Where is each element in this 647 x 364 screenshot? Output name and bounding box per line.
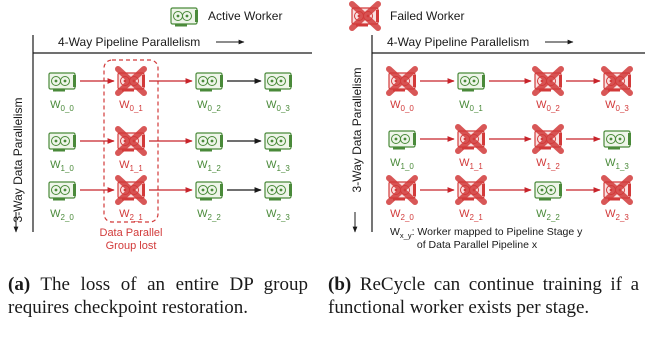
worker-label: W2_2 (197, 208, 221, 222)
gpu-card-failed-icon (532, 66, 564, 96)
worker-label: W1_3 (266, 159, 290, 173)
worker-label: W1_1 (119, 159, 143, 173)
caption-b-label: (b) (328, 274, 352, 295)
worker-label: W1_2 (197, 159, 221, 173)
worker-label: W2_3 (605, 208, 629, 222)
gpu-card-icon (264, 181, 292, 201)
gpu-card-failed-icon (455, 175, 487, 205)
worker-label: W0_1 (119, 99, 143, 113)
worker-label: W2_0 (50, 208, 74, 222)
gpu-card-failed-icon (115, 66, 147, 96)
worker-label: W0_2 (536, 99, 560, 113)
gpu-card-icon (534, 181, 562, 201)
worker-label: W2_2 (536, 208, 560, 222)
worker-label: W2_1 (459, 208, 483, 222)
gpu-card-icon (195, 181, 223, 201)
gpu-card-icon (195, 72, 223, 92)
panel-b-dp-label: 3-Way Data Parallelism (350, 68, 364, 193)
worker-label: W0_2 (197, 99, 221, 113)
gpu-card-icon (48, 181, 76, 201)
panel-a: 4-Way Pipeline Parallelism 3-Way Data Pa… (11, 35, 312, 252)
gpu-card-icon (48, 132, 76, 152)
panel-a-dp-label: 3-Way Data Parallelism (11, 98, 25, 223)
caption-b: (b) ReCycle can continue training if a f… (328, 273, 639, 319)
caption-a-label: (a) (8, 274, 31, 295)
caption-a-text: The loss of an entire DP group requires … (8, 274, 308, 318)
worker-label: W2_0 (390, 208, 414, 222)
legend-failed-label: Failed Worker (390, 9, 464, 23)
lost-group-label-line2: Group lost (106, 240, 157, 252)
gpu-card-failed-icon (349, 1, 381, 31)
panel-b-note-line2: of Data Parallel Pipeline x (417, 239, 538, 251)
panel-b-pp-label: 4-Way Pipeline Parallelism (387, 35, 529, 49)
gpu-card-icon (170, 7, 198, 27)
gpu-card-failed-icon (532, 124, 564, 154)
worker-label: W1_3 (605, 157, 629, 171)
gpu-card-failed-icon (386, 175, 418, 205)
note-subscript: x_y (400, 231, 412, 240)
panel-a-worker-grid: W0_0 W0_1 W0_2 W0_3W1_0 W1_1 W1_2 W1_3W2_0 W2_1… (48, 66, 292, 222)
worker-label: W0_0 (390, 99, 414, 113)
worker-label: W1_1 (459, 157, 483, 171)
panel-b: 4-Way Pipeline Parallelism 3-Way Data Pa… (350, 35, 645, 251)
gpu-card-failed-icon (349, 1, 381, 31)
gpu-card-icon (48, 72, 76, 92)
worker-label: W2_3 (266, 208, 290, 222)
gpu-card-icon (603, 130, 631, 150)
panel-b-note-line1: Wx_y: Worker mapped to Pipeline Stage y (390, 226, 583, 240)
gpu-card-failed-icon (455, 124, 487, 154)
panel-b-worker-grid: W0_0 W0_1 W0_2 W0_3W1_0 W1_1 W1_2 W1_3W2_0 W2_1… (386, 66, 633, 222)
worker-label: W0_3 (605, 99, 629, 113)
gpu-card-icon (264, 72, 292, 92)
worker-label: W0_0 (50, 99, 74, 113)
gpu-card-icon (170, 7, 198, 27)
gpu-card-icon (388, 130, 416, 150)
gpu-card-icon (195, 132, 223, 152)
worker-label: W1_2 (536, 157, 560, 171)
worker-label: W1_0 (390, 157, 414, 171)
legend: Active Worker Failed Worker (170, 1, 464, 31)
legend-active-label: Active Worker (208, 9, 282, 23)
gpu-card-failed-icon (601, 66, 633, 96)
gpu-card-icon (457, 72, 485, 92)
gpu-card-failed-icon (115, 175, 147, 205)
worker-label: W1_0 (50, 159, 74, 173)
gpu-card-failed-icon (115, 126, 147, 156)
gpu-card-icon (264, 132, 292, 152)
worker-label: W2_1 (119, 208, 143, 222)
panel-a-pp-label: 4-Way Pipeline Parallelism (58, 35, 200, 49)
worker-label: W0_3 (266, 99, 290, 113)
gpu-card-failed-icon (601, 175, 633, 205)
figure-diagram: Active Worker Failed Worker 4-Way Pipeli… (11, 1, 645, 252)
note-text: : Worker mapped to Pipeline Stage y (412, 226, 584, 238)
worker-label: W0_1 (459, 99, 483, 113)
gpu-card-failed-icon (386, 66, 418, 96)
caption-b-text: ReCycle can continue training if a funct… (328, 274, 640, 318)
lost-group-label-line1: Data Parallel (100, 227, 163, 239)
caption-a: (a) The loss of an entire DP group requi… (8, 273, 308, 319)
